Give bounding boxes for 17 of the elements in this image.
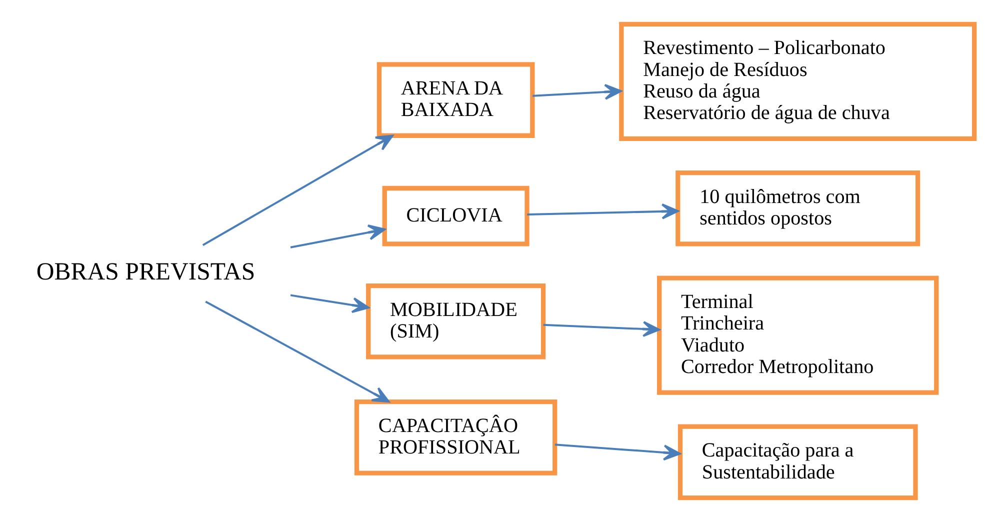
arrow	[202, 134, 394, 246]
arrow	[532, 83, 622, 100]
node-box: CICLOVIA	[382, 185, 530, 246]
node-box: CAPACITAÇÂO PROFISSIONAL	[354, 399, 558, 475]
arrow	[290, 224, 386, 248]
arrow	[527, 202, 679, 219]
node-box: Revestimento – Policarbonato Manejo de Resíduos Reuso da água Reservatório de água de chuva	[619, 21, 977, 141]
arrow	[205, 300, 390, 402]
node-box: ARENA DA BAIXADA	[376, 62, 535, 138]
arrow	[554, 443, 681, 460]
node-box: MOBILIDADE (SIM)	[366, 282, 546, 359]
node-text: OBRAS PREVISTAS	[36, 258, 256, 285]
node-box: Terminal Trincheira Viaduto Corredor Metropolitano	[657, 275, 939, 394]
arrow	[290, 294, 370, 313]
arrow	[543, 320, 660, 336]
node-box: Capacitação para a Sustentabilidade	[678, 424, 918, 500]
node-box: 10 quilômetros com sentidos opostos	[676, 170, 920, 246]
